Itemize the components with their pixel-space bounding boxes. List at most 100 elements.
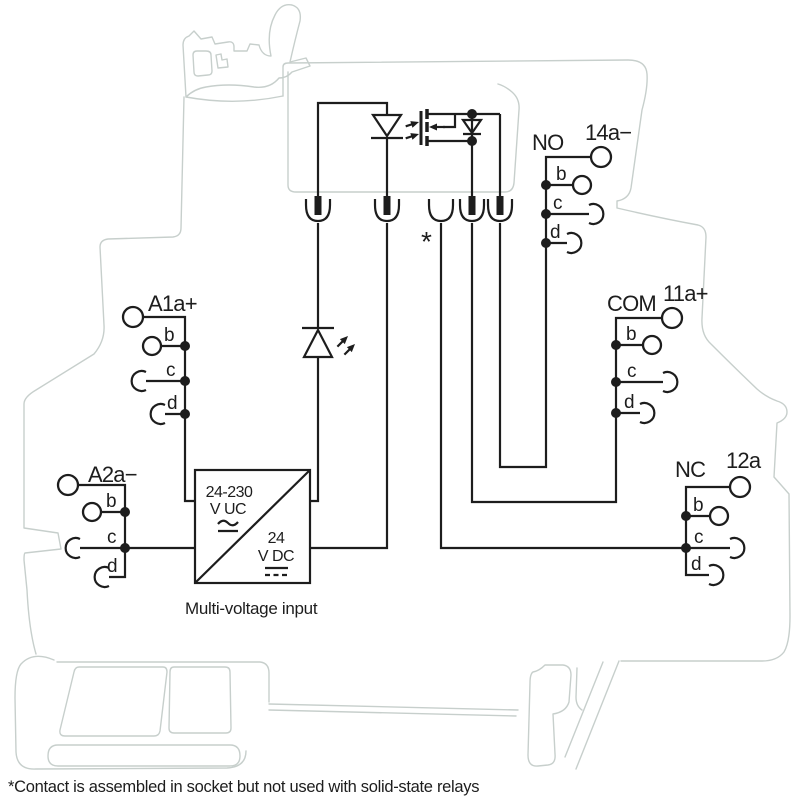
no-sub-b: b xyxy=(556,164,566,185)
junction-dot xyxy=(541,238,551,248)
a1-sub-b: b xyxy=(164,325,174,346)
plug-pin-2 xyxy=(383,196,391,215)
wire-contact2-to-block xyxy=(310,223,389,550)
no-group-label: NO xyxy=(532,130,564,155)
com-terminal-d-arc xyxy=(639,401,656,425)
com-sub-b: b xyxy=(626,324,636,345)
junction-dot xyxy=(180,409,190,419)
a1-terminal-d-arc xyxy=(149,402,166,426)
photo-mosfet xyxy=(419,109,500,146)
schematic-wiring xyxy=(56,101,752,589)
a2-sub-c: c xyxy=(107,527,116,548)
a1-group-label: A1a+ xyxy=(148,291,197,316)
junction-dot xyxy=(467,109,477,119)
com-group-label: COM xyxy=(607,291,656,316)
housing-foot-top-edge xyxy=(56,661,270,703)
housing-left-profile xyxy=(23,96,185,655)
power-block xyxy=(193,468,312,585)
opto-light-arrow-2 xyxy=(405,133,419,140)
junction-dot xyxy=(180,341,190,351)
junction-dot xyxy=(611,408,621,418)
junction-dot xyxy=(541,209,551,219)
plug-cup-2 xyxy=(373,199,401,223)
a1-sub-c: c xyxy=(166,360,175,381)
nc-sub-b: b xyxy=(693,495,703,516)
housing-socket-step xyxy=(287,71,520,193)
housing-latch-notch xyxy=(215,53,229,69)
plug-contacts-row xyxy=(304,196,514,223)
nc-terminal-d-arc xyxy=(708,563,725,587)
terminal-group-a2 xyxy=(56,473,195,589)
nc-sub-c: c xyxy=(694,527,703,548)
com-terminal-a-circle xyxy=(660,306,684,330)
a2-terminal-c-arc xyxy=(64,536,81,560)
indicator-led-triangle xyxy=(302,327,334,359)
no-bus xyxy=(498,155,591,469)
housing-latch-hole xyxy=(192,50,213,77)
housing-rail-bar-bottom xyxy=(268,709,517,717)
nc-group-label: NC xyxy=(675,457,706,482)
indicator-led xyxy=(302,326,355,359)
housing-din-clip xyxy=(527,664,572,767)
housing-clip-strut-2 xyxy=(564,661,604,758)
no-terminal-b-circle xyxy=(571,174,593,196)
indicator-light-arrow-1 xyxy=(336,336,348,348)
diagram-labels: A1a+ A2a− NO 14a− COM 11a+ NC 12a b c d … xyxy=(8,120,763,796)
housing-rail-bar-top xyxy=(268,703,519,711)
housing-clip-inner xyxy=(575,667,583,711)
opto-light-arrow-1 xyxy=(405,121,419,128)
unused-contact-asterisk: * xyxy=(421,226,432,257)
a1-terminal-b-circle xyxy=(141,335,163,357)
mosfet-body-riser xyxy=(443,114,457,129)
nc-sub-d: d xyxy=(691,554,701,575)
plug-pin-1 xyxy=(314,196,322,215)
housing-clip-strut-1 xyxy=(575,660,620,770)
no-terminal-label: 14a− xyxy=(585,120,631,145)
plug-cup-4 xyxy=(458,199,486,223)
footnote: *Contact is assembled in socket but not … xyxy=(8,778,479,796)
power-block-input-unit: V UC xyxy=(210,501,246,518)
housing-foot-window-2 xyxy=(168,666,232,734)
a2-bus xyxy=(78,483,127,579)
a1-terminal-a-circle xyxy=(121,305,145,329)
plug-cup-5 xyxy=(486,199,514,223)
no-sub-d: d xyxy=(550,222,560,243)
power-block-box xyxy=(193,468,312,585)
junction-dot xyxy=(120,543,130,553)
a2-group-label: A2a− xyxy=(88,462,137,487)
plug-cup-3-unused xyxy=(427,199,455,223)
uc-symbol-tilde xyxy=(217,519,239,527)
nc-terminal-b-circle xyxy=(708,505,730,527)
com-terminal-label: 11a+ xyxy=(663,281,708,306)
plug-pin-5 xyxy=(496,196,504,215)
no-terminal-c-arc xyxy=(588,202,605,226)
a2-terminal-d-arc xyxy=(93,565,110,589)
a2-sub-d: d xyxy=(107,556,117,577)
terminal-group-a1 xyxy=(121,305,195,503)
power-block-caption: Multi-voltage input xyxy=(185,599,318,618)
com-terminal-c-arc xyxy=(662,370,679,394)
com-sub-d: d xyxy=(624,392,634,413)
wire-contact1-to-block xyxy=(310,223,320,503)
wire-opto-input-top xyxy=(316,101,389,196)
terminal-group-com xyxy=(470,223,684,504)
a1-terminal-c-arc xyxy=(130,369,147,393)
housing-foot-slot xyxy=(47,744,241,767)
protection-diode xyxy=(460,109,484,146)
junction-dot xyxy=(541,180,551,190)
power-block-output-value: 24 xyxy=(268,530,285,547)
power-block-input-range: 24-230 xyxy=(206,484,253,501)
a2-sub-b: b xyxy=(106,491,116,512)
nc-terminal-c-arc xyxy=(729,536,746,560)
power-block-output-unit: V DC xyxy=(258,548,294,565)
power-block-diagonal xyxy=(194,469,311,584)
indicator-light-arrow-2 xyxy=(343,344,355,356)
housing-outline xyxy=(14,4,791,770)
housing-top-right-profile xyxy=(282,59,791,662)
opto-led xyxy=(370,113,419,140)
a1-sub-d: d xyxy=(167,393,177,414)
opto-led-triangle xyxy=(370,113,404,138)
nc-terminal-label: 12a xyxy=(726,448,762,473)
housing-latch xyxy=(182,4,311,98)
